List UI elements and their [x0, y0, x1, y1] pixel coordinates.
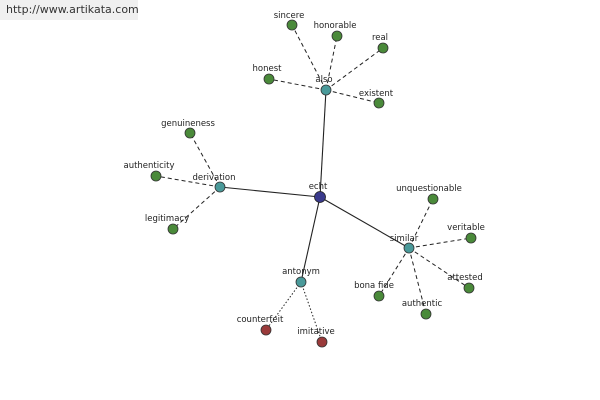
node-derivation[interactable]	[214, 181, 226, 193]
relation-nodes	[214, 84, 415, 288]
edge-root-antonym	[300, 196, 321, 283]
node-root[interactable]	[314, 191, 326, 203]
label-root: echt	[309, 182, 328, 192]
label-attested: attested	[447, 273, 483, 283]
node-antonym[interactable]	[295, 276, 307, 288]
label-unquestionable: unquestionable	[396, 184, 462, 194]
label-counterfeit: counterfeit	[237, 315, 284, 325]
label-honest: honest	[253, 64, 283, 74]
label-existent: existent	[359, 89, 394, 99]
node-counterfeit[interactable]	[260, 324, 272, 336]
label-authenticity: authenticity	[123, 161, 174, 171]
edge-root-also	[319, 89, 327, 198]
node-similar[interactable]	[403, 242, 415, 254]
label-legitimacy: legitimacy	[145, 214, 189, 224]
node-sincere[interactable]	[286, 19, 298, 31]
node-veritable[interactable]	[465, 232, 477, 244]
term-edges	[155, 24, 472, 315]
node-existent[interactable]	[373, 97, 385, 109]
node-also[interactable]	[320, 84, 332, 96]
term-nodes	[150, 19, 477, 320]
labels: echt also derivation similar antonym sin…	[123, 11, 484, 337]
label-similar: similar	[390, 234, 419, 244]
label-also: also	[315, 75, 332, 85]
node-imitative[interactable]	[316, 336, 328, 348]
edge-derivation-authenticity	[155, 175, 221, 188]
antonym-edges	[265, 281, 323, 343]
node-unquestionable[interactable]	[427, 193, 439, 205]
edge-root-derivation	[219, 186, 321, 198]
edge-also-existent	[325, 89, 380, 104]
node-authenticity[interactable]	[150, 170, 162, 182]
label-authentic: authentic	[402, 299, 443, 309]
label-antonym: antonym	[282, 267, 320, 277]
url-banner: http://www.artikata.com	[0, 0, 139, 20]
label-honorable: honorable	[314, 21, 357, 31]
edge-similar-unquestionable	[408, 198, 434, 249]
node-authentic[interactable]	[420, 308, 432, 320]
node-attested[interactable]	[463, 282, 475, 294]
edge-root-similar	[319, 196, 410, 249]
edge-also-honest	[268, 78, 327, 91]
node-honorable[interactable]	[331, 30, 343, 42]
edge-also-real	[325, 47, 384, 91]
edge-also-sincere	[291, 24, 327, 91]
node-legitimacy[interactable]	[167, 223, 179, 235]
edge-derivation-genuineness	[189, 132, 221, 188]
label-imitative: imitative	[297, 327, 335, 337]
node-honest[interactable]	[263, 73, 275, 85]
edge-similar-attested	[408, 247, 470, 289]
label-bona-fide: bona fide	[354, 281, 394, 291]
edge-derivation-legitimacy	[172, 186, 221, 230]
edge-antonym-imitative	[300, 281, 323, 343]
edge-similar-veritable	[408, 237, 472, 249]
edge-similar-bona-fide	[378, 247, 410, 297]
edge-also-honorable	[325, 35, 338, 91]
label-sincere: sincere	[274, 11, 305, 21]
antonym-term-nodes	[260, 324, 328, 348]
label-real: real	[372, 33, 388, 43]
root-edges	[219, 89, 410, 283]
node-bona-fide[interactable]	[373, 290, 385, 302]
node-real[interactable]	[377, 42, 389, 54]
edge-similar-authentic	[408, 247, 427, 315]
node-genuineness[interactable]	[184, 127, 196, 139]
edge-antonym-counterfeit	[265, 281, 302, 331]
url-text[interactable]: http://www.artikata.com	[6, 3, 139, 16]
label-veritable: veritable	[447, 223, 485, 233]
label-genuineness: genuineness	[161, 119, 215, 129]
label-derivation: derivation	[192, 173, 235, 183]
